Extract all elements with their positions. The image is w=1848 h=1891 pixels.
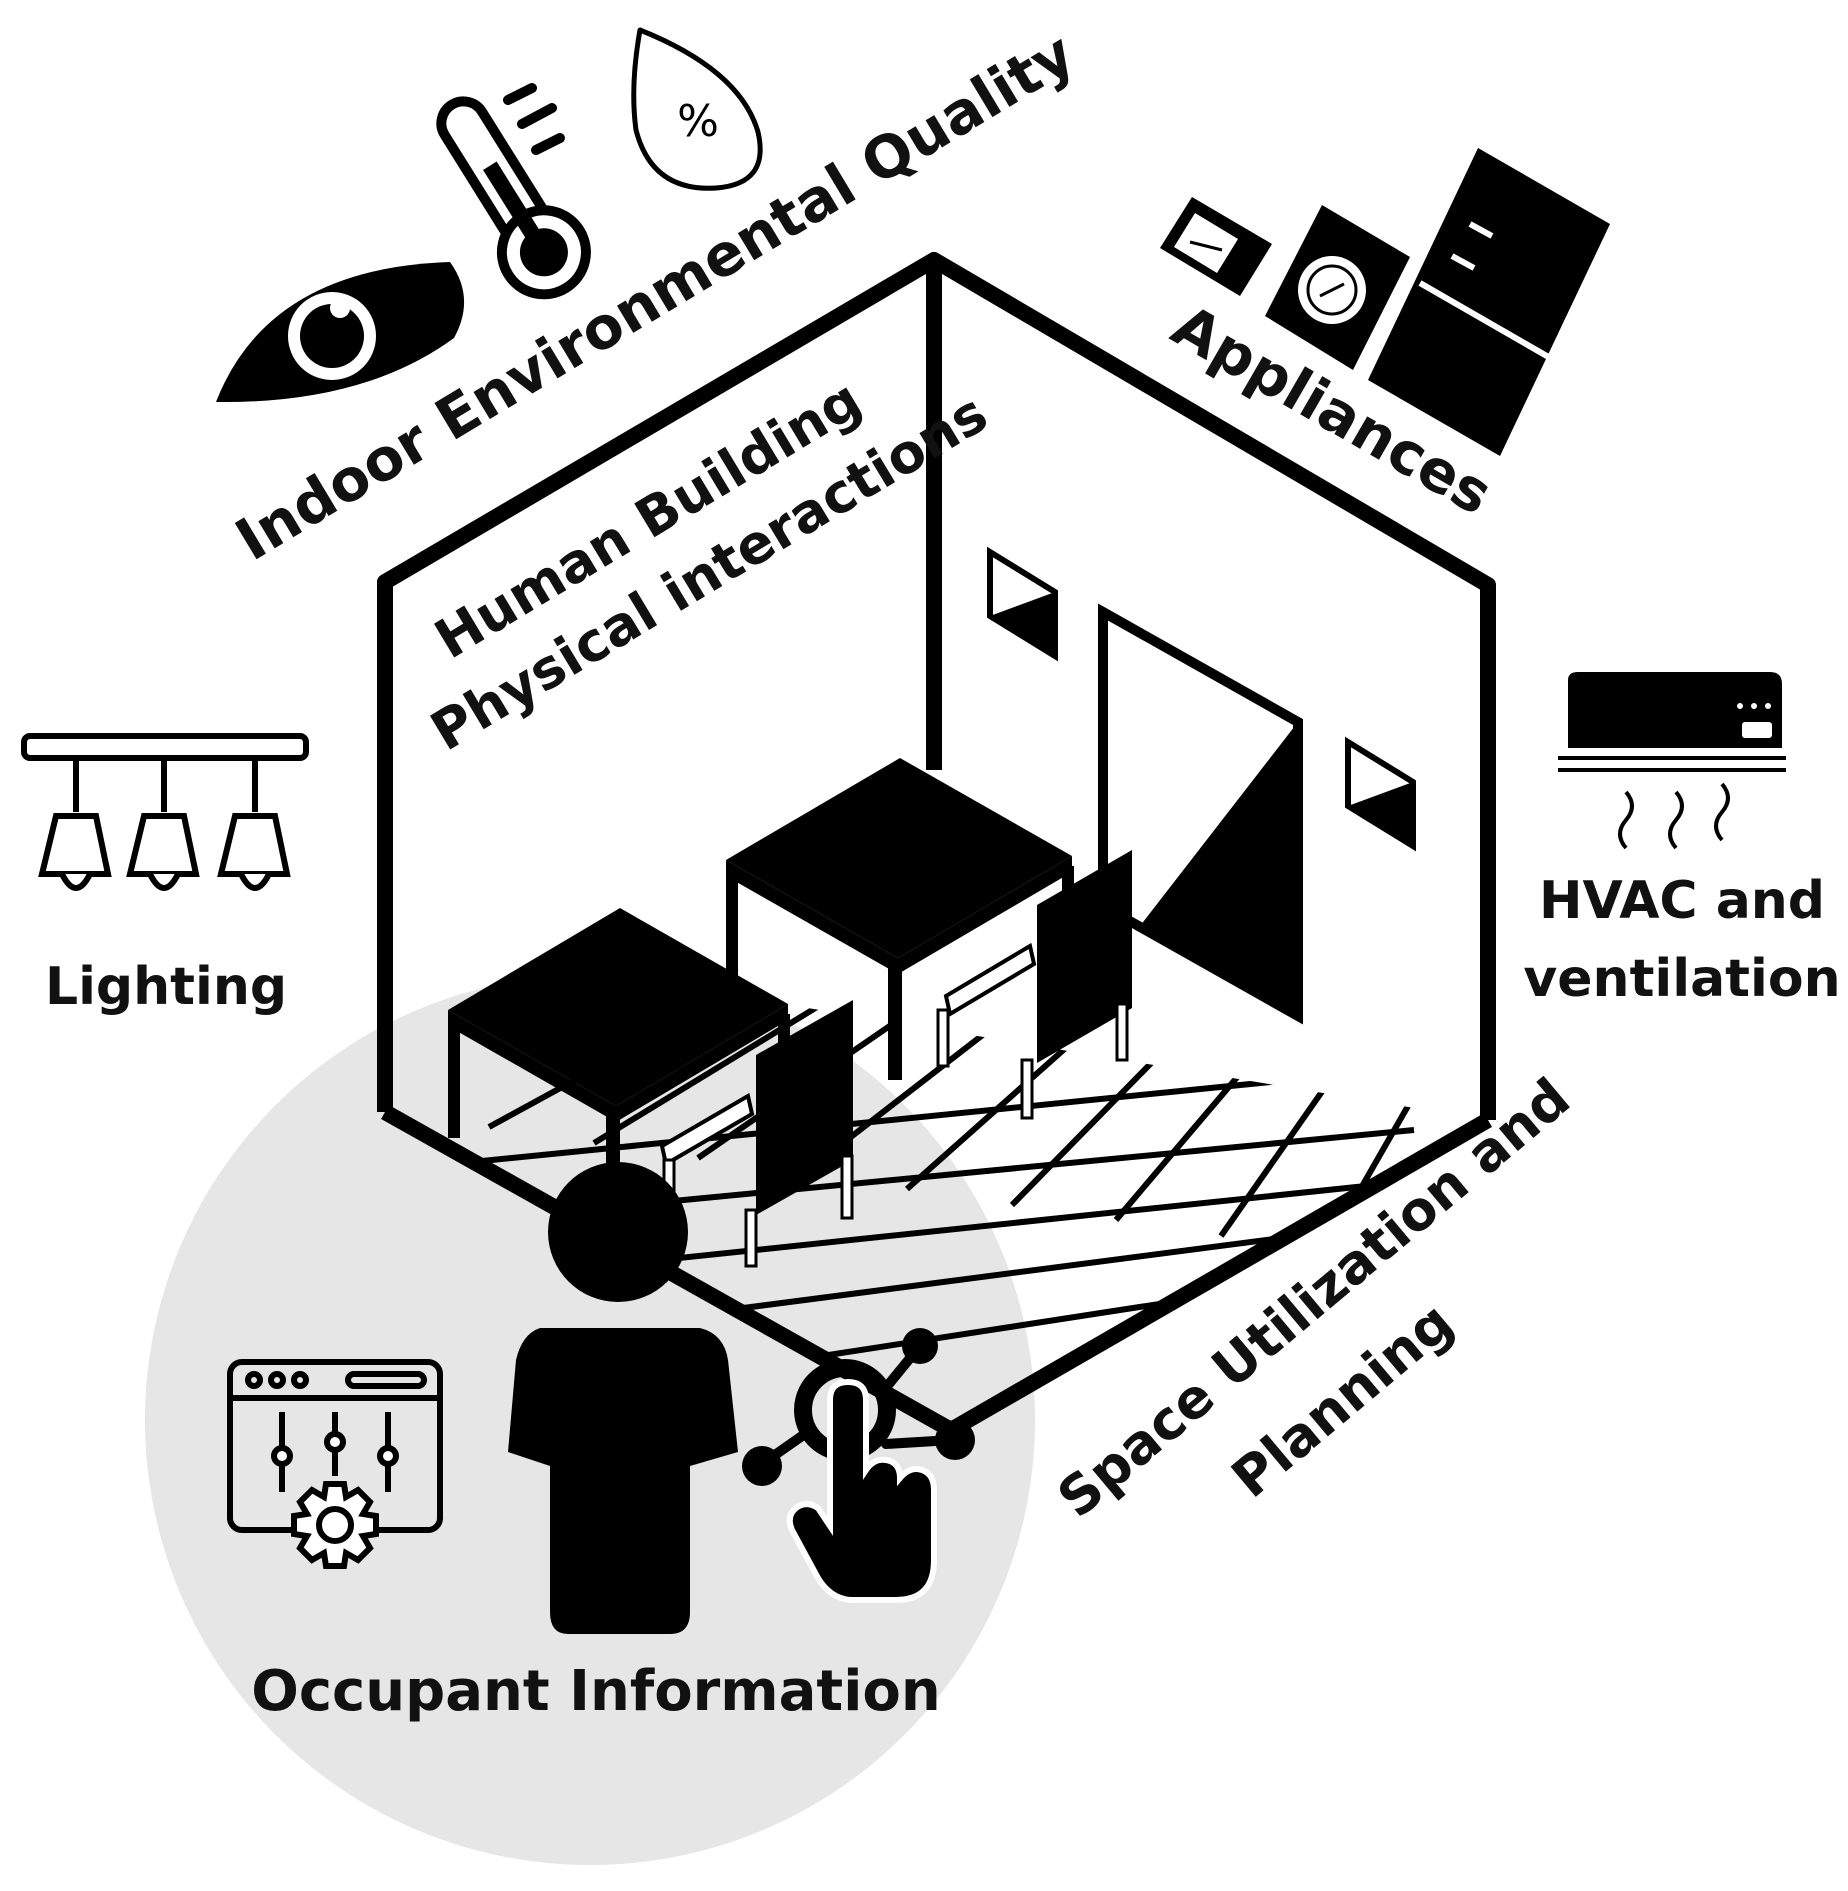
touch-interaction-icon: [742, 1328, 975, 1603]
person-icon: [508, 1162, 738, 1634]
table-front: [448, 908, 790, 1200]
window-left: [987, 546, 1058, 662]
control-panel-icon: [227, 1359, 443, 1569]
washing-machine-icon: [1265, 205, 1410, 370]
chair-back: [936, 850, 1132, 1120]
thermometer-icon: [436, 83, 591, 300]
hvac-label-line2: ventilation: [1523, 949, 1840, 1009]
ceiling-lights-icon: [21, 733, 309, 891]
lighting-label: Lighting: [45, 957, 287, 1017]
window-right: [1345, 736, 1416, 852]
door: [1098, 603, 1303, 1025]
microwave-icon: [1160, 197, 1272, 296]
eye-icon: [216, 262, 465, 403]
refrigerator-icon: [1368, 148, 1610, 456]
humidity-drop-icon: %: [631, 27, 763, 191]
hvac-label-line1: HVAC and: [1539, 871, 1825, 931]
humidity-symbol: %: [677, 96, 719, 147]
hvac-unit-icon: [1558, 672, 1786, 850]
occupant-label: Occupant Information: [251, 1659, 940, 1724]
